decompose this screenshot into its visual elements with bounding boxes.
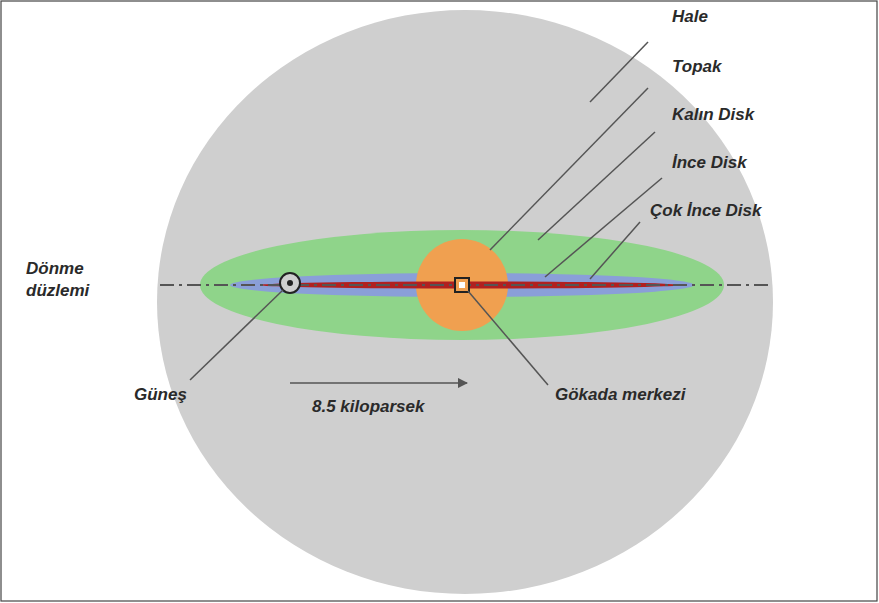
object-label: Gökada merkezi (555, 384, 685, 406)
plane-label: Dönme düzlemi (26, 258, 136, 302)
center-symbol (455, 278, 469, 292)
component-label: Topak (672, 56, 721, 78)
object-label: Güneş (134, 384, 187, 406)
halo (157, 10, 773, 594)
component-label: Çok İnce Disk (650, 200, 762, 222)
dimension-label: 8.5 kiloparsek (312, 396, 424, 418)
center-dot (459, 282, 465, 288)
leader-lines (190, 42, 662, 385)
component-label: Hale (672, 6, 708, 28)
sun-dot (287, 280, 293, 286)
component-label: İnce Disk (672, 152, 747, 174)
component-label: Kalın Disk (672, 104, 754, 126)
